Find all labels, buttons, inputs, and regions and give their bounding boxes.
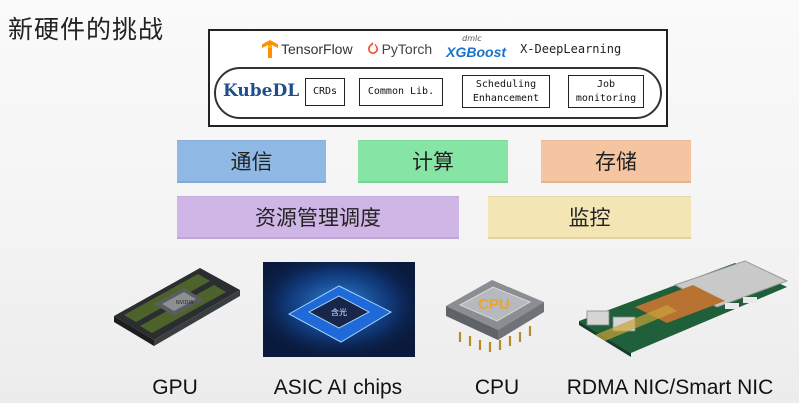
kubedl-component-job-monitoring: Job monitoring bbox=[568, 75, 644, 108]
component-label: CRDs bbox=[312, 86, 338, 97]
kubedl-oval: KubeDL CRDs Common Lib. Scheduling Enhan… bbox=[214, 67, 662, 119]
kubedl-label: KubeDL bbox=[223, 81, 300, 101]
pytorch-label: PyTorch bbox=[381, 41, 433, 57]
layer-storage: 存储 bbox=[541, 140, 691, 183]
cpu-chip-label: CPU bbox=[478, 296, 510, 313]
component-label: Common Lib. bbox=[367, 86, 435, 97]
cpu-image: CPU bbox=[446, 280, 544, 352]
slide-title: 新硬件的挑战 bbox=[8, 15, 165, 44]
pytorch-icon bbox=[367, 42, 378, 54]
hw-label-cpu: CPU bbox=[474, 376, 520, 399]
hw-label-gpu: GPU bbox=[152, 376, 198, 399]
tensorflow-icon bbox=[262, 40, 278, 58]
layer-label: 监控 bbox=[568, 206, 611, 230]
component-label-line1: Scheduling bbox=[475, 78, 537, 90]
layer-monitoring: 监控 bbox=[488, 196, 691, 239]
xdl-logo: X-DeepLearning bbox=[520, 42, 621, 56]
component-label-line2: monitoring bbox=[575, 92, 637, 104]
hw-label-asic: ASIC AI chips bbox=[273, 376, 403, 399]
component-label-line1: Job bbox=[596, 78, 616, 90]
xdl-label: X-DeepLearning bbox=[520, 42, 622, 56]
framework-panel: TensorFlow PyTorch dmlc XGBoost X-DeepLe… bbox=[208, 29, 668, 127]
kubedl-component-common-lib: Common Lib. bbox=[359, 78, 443, 106]
kubedl-component-scheduling: Scheduling Enhancement bbox=[462, 75, 550, 108]
layer-label: 资源管理调度 bbox=[255, 206, 381, 230]
layer-label: 通信 bbox=[230, 150, 273, 174]
layer-label: 存储 bbox=[595, 150, 637, 174]
pytorch-logo: PyTorch bbox=[367, 41, 433, 57]
gpu-image: NVIDIA bbox=[114, 268, 240, 346]
asic-chip-label: 含光 bbox=[331, 307, 347, 317]
kubedl-component-crds: CRDs bbox=[305, 78, 345, 106]
xgboost-logo: dmlc XGBoost bbox=[446, 34, 507, 60]
hw-label-nic: RDMA NIC/Smart NIC bbox=[566, 376, 774, 399]
xgboost-label: XGBoost bbox=[446, 44, 507, 60]
tensorflow-logo: TensorFlow bbox=[262, 40, 353, 58]
nic-image bbox=[579, 260, 789, 357]
svg-text:NVIDIA: NVIDIA bbox=[176, 300, 194, 306]
framework-logos: TensorFlow PyTorch dmlc XGBoost X-DeepLe… bbox=[262, 34, 621, 61]
asic-image: 含光 bbox=[263, 262, 415, 357]
component-label-line2: Enhancement bbox=[472, 92, 540, 104]
layer-resource-management: 资源管理调度 bbox=[177, 196, 459, 239]
xgboost-prefix: dmlc bbox=[462, 34, 482, 43]
layer-label: 计算 bbox=[412, 150, 454, 174]
layer-compute: 计算 bbox=[358, 140, 508, 183]
tensorflow-label: TensorFlow bbox=[281, 41, 353, 57]
layer-communication: 通信 bbox=[177, 140, 326, 183]
